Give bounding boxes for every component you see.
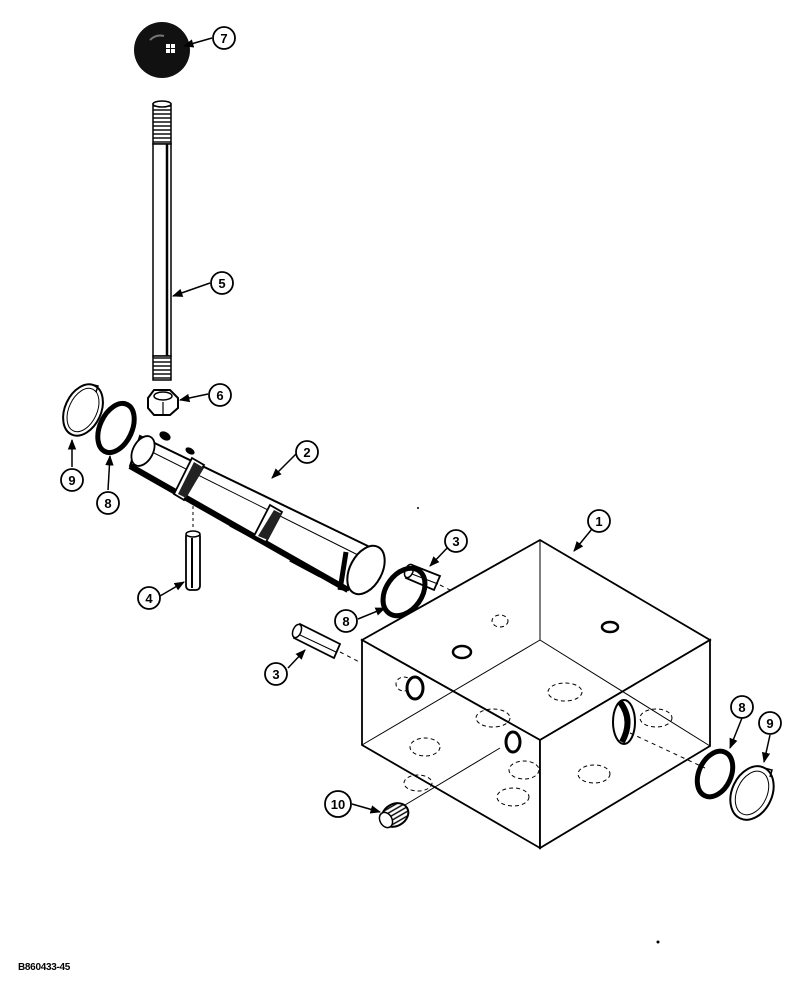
callout-6-label: 6 (216, 388, 223, 403)
figure-id: B860433-45 (18, 962, 71, 973)
callout-10-label: 10 (331, 797, 345, 812)
callout-2: 2 (295, 440, 319, 464)
callout-9-left: 9 (60, 468, 84, 492)
o-ring-right-part (694, 748, 736, 800)
roll-pin-part (185, 500, 201, 591)
callout-1: 1 (587, 509, 611, 533)
callout-8-right: 8 (730, 695, 754, 719)
callout-8-middle-label: 8 (342, 614, 349, 629)
hex-nut-part (147, 389, 179, 416)
callout-1-label: 1 (595, 514, 602, 529)
callout-7: 7 (212, 26, 236, 50)
leader-lines (67, 37, 771, 814)
callout-8-right-label: 8 (738, 700, 745, 715)
knob-part (134, 22, 190, 78)
callout-3-upper: 3 (444, 529, 468, 553)
callout-8-left: 8 (96, 491, 120, 515)
speck (417, 507, 419, 509)
callout-3-lower-label: 3 (272, 667, 279, 682)
callout-2-label: 2 (303, 445, 310, 460)
callout-7-label: 7 (220, 31, 227, 46)
callout-3-lower: 3 (264, 662, 288, 686)
callout-9-left-label: 9 (68, 473, 75, 488)
snap-ring-left-part (62, 383, 104, 437)
o-ring-middle-part (380, 565, 428, 619)
callout-5-label: 5 (218, 276, 225, 291)
callout-10: 10 (324, 790, 352, 818)
callout-9-right-label: 9 (766, 716, 773, 731)
callout-5: 5 (210, 271, 234, 295)
valve-body-part (360, 538, 712, 850)
speck (656, 940, 660, 944)
snap-ring-right-part (729, 765, 775, 821)
threaded-rod-part (152, 100, 172, 381)
plug-part (378, 802, 410, 829)
callout-9-right: 9 (758, 711, 782, 735)
callout-6: 6 (208, 383, 232, 407)
callout-3-upper-label: 3 (452, 534, 459, 549)
callout-8-left-label: 8 (104, 496, 111, 511)
callout-4: 4 (137, 586, 161, 610)
callout-4-label: 4 (145, 591, 153, 606)
spool-shaft-part (128, 431, 386, 596)
o-ring-left-part (95, 400, 137, 456)
callout-8-middle: 8 (334, 609, 358, 633)
